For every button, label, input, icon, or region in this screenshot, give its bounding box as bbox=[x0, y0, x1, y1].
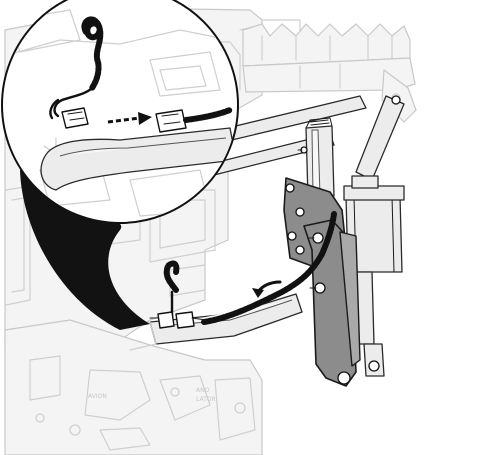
callout-connector-unplugged bbox=[61, 107, 89, 129]
ghost-label-c: AVION bbox=[88, 393, 107, 400]
ghost-label-a: ANO bbox=[196, 387, 210, 394]
upper-bracket bbox=[242, 23, 417, 123]
curved-arrow-icon bbox=[252, 280, 282, 298]
right-arrow-icon bbox=[107, 112, 152, 125]
harness-connector-right bbox=[175, 311, 195, 329]
ghost-label-b: LATOR bbox=[196, 396, 216, 403]
callout-leader bbox=[20, 170, 150, 330]
callout-connector-harness bbox=[155, 109, 187, 133]
harness-connector-left bbox=[157, 311, 175, 329]
magnifier-callout-icon bbox=[1, 0, 239, 224]
lower-wire-harness bbox=[149, 211, 337, 329]
actuator bbox=[343, 175, 405, 377]
